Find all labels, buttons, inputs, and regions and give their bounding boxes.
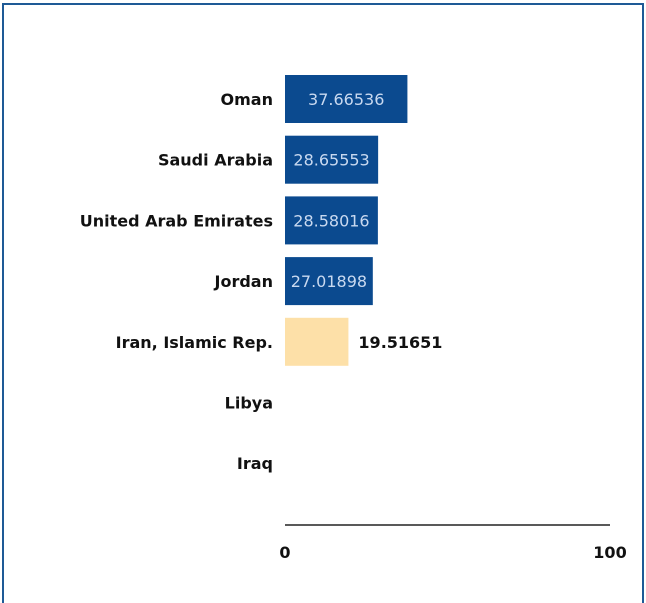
x-tick-label-100: 100 — [593, 543, 626, 562]
bar-united-arab-emirates — [285, 196, 378, 245]
category-label-libya: Libya — [225, 394, 273, 413]
bar-iran-islamic-rep — [285, 317, 349, 366]
category-label-jordan: Jordan — [214, 272, 273, 291]
category-label-saudi-arabia: Saudi Arabia — [158, 151, 273, 170]
value-labels: 37.66536 28.65553 28.58016 27.01898 19.51651 — [291, 90, 443, 352]
category-label-iraq: Iraq — [237, 454, 273, 473]
value-label-jordan: 27.01898 — [291, 272, 367, 291]
category-label-oman: Oman — [221, 90, 273, 109]
x-tick-label-0: 0 — [279, 543, 290, 562]
value-label-saudi-arabia: 28.65553 — [293, 151, 369, 170]
value-label-united-arab-emirates: 28.58016 — [293, 211, 369, 230]
value-label-oman: 37.66536 — [308, 90, 384, 109]
category-label-iran-islamic-rep: Iran, Islamic Rep. — [116, 333, 273, 352]
bar-saudi-arabia — [285, 135, 379, 184]
bar-oman — [285, 75, 408, 123]
category-label-united-arab-emirates: United Arab Emirates — [80, 211, 273, 230]
value-label-iran-islamic-rep: 19.51651 — [358, 333, 442, 352]
x-axis-ticks: 0 100 — [279, 543, 626, 562]
bar-jordan — [285, 257, 373, 306]
bars-layer — [285, 75, 408, 366]
